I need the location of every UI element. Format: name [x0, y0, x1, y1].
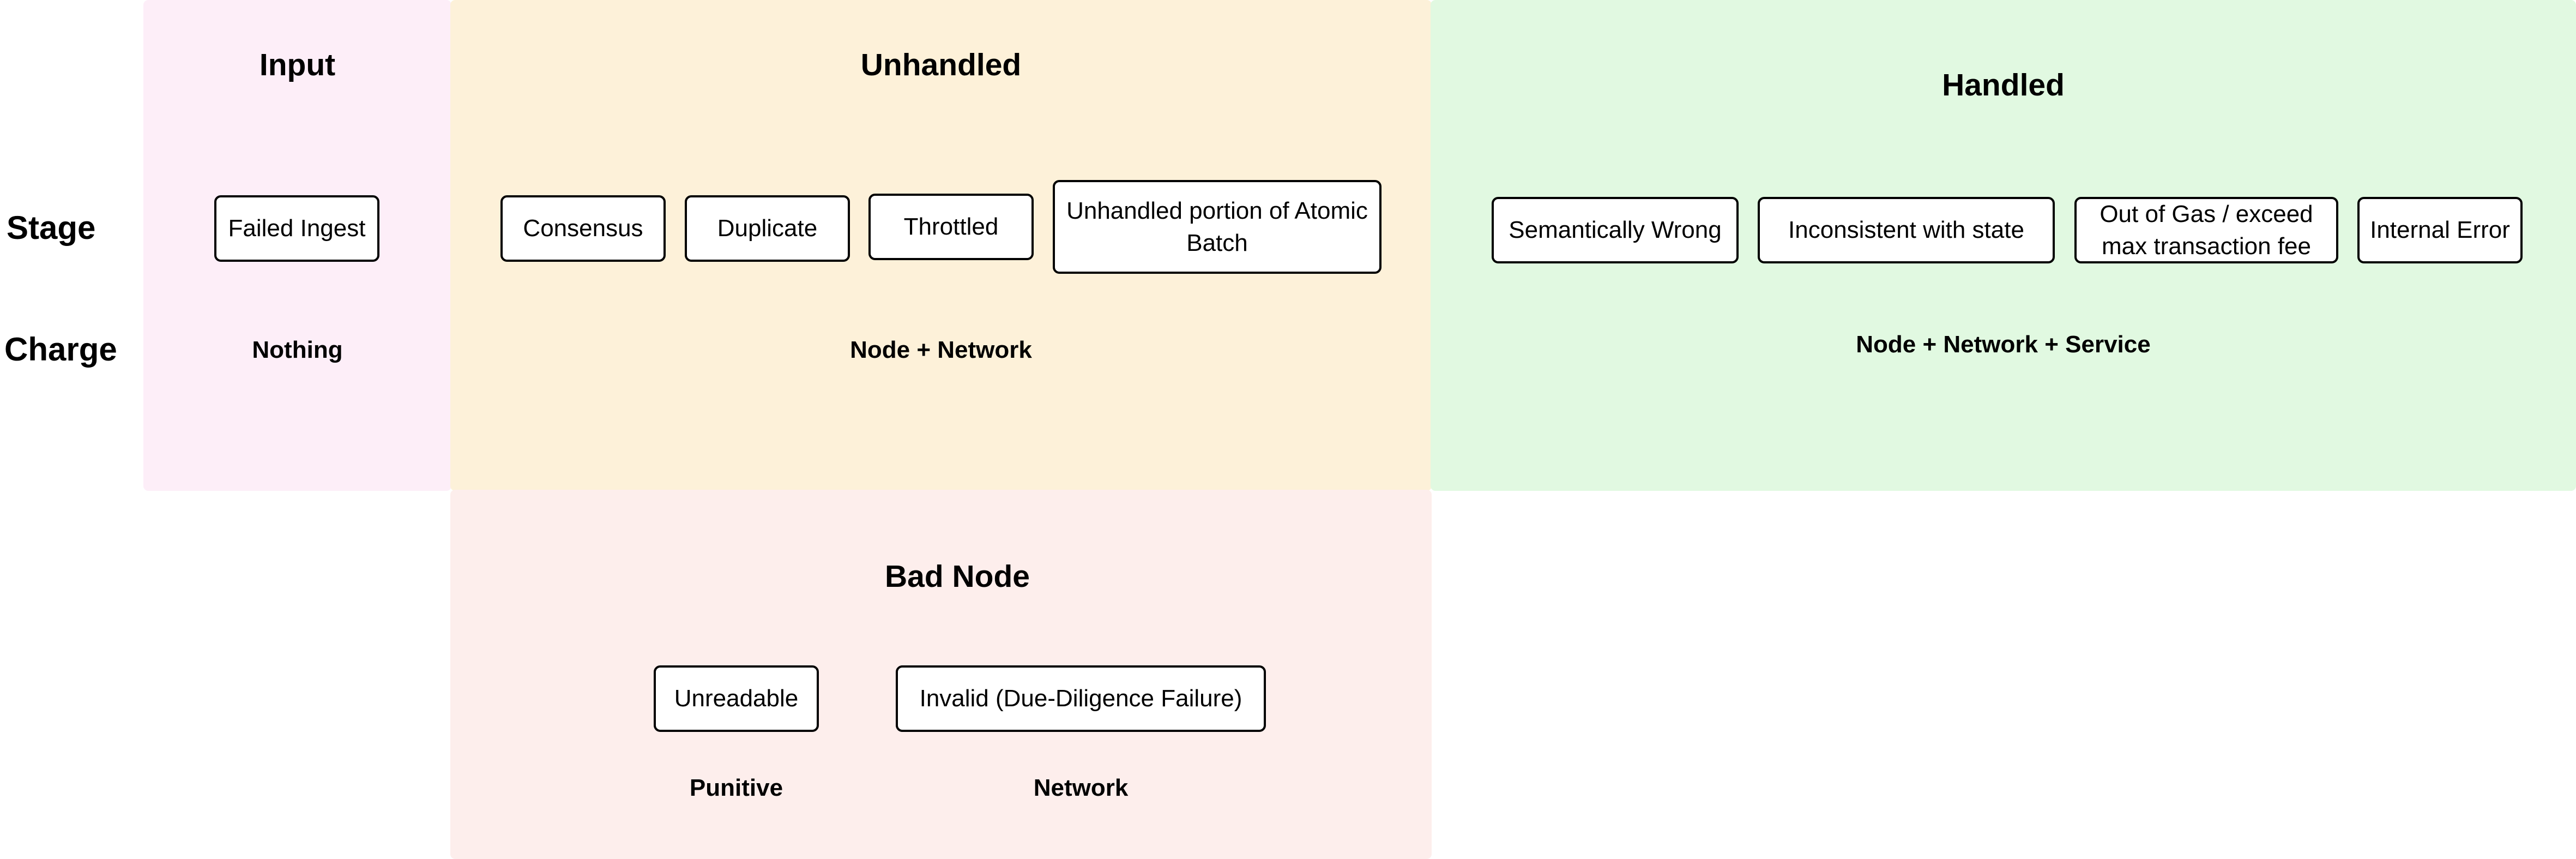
- network-charge: Network: [1033, 774, 1129, 801]
- handled-region: Handled Semantically Wrong Inconsistent …: [1431, 0, 2576, 491]
- invalid-due-diligence-box: Invalid (Due-Diligence Failure): [896, 665, 1266, 732]
- punitive-charge: Punitive: [689, 774, 783, 801]
- out-of-gas-box: Out of Gas / exceed max transaction fee: [2074, 197, 2338, 263]
- unreadable-box: Unreadable: [654, 665, 819, 732]
- atomic-batch-box: Unhandled portion of Atomic Batch: [1053, 180, 1381, 274]
- handled-title: Handled: [1942, 68, 2065, 103]
- internal-error-box: Internal Error: [2357, 197, 2523, 263]
- throttled-box: Throttled: [868, 194, 1034, 260]
- stage-row-label: Stage: [7, 209, 96, 246]
- consensus-box: Consensus: [500, 195, 666, 262]
- bad-node-region: Bad Node Unreadable Invalid (Due-Diligen…: [450, 490, 1432, 859]
- input-region: Input Failed Ingest Nothing: [143, 0, 451, 491]
- unhandled-charge: Node + Network: [850, 337, 1032, 363]
- unhandled-region: Unhandled Consensus Duplicate Throttled …: [450, 0, 1432, 491]
- input-charge: Nothing: [252, 337, 343, 363]
- handled-charge: Node + Network + Service: [1856, 331, 2151, 358]
- unhandled-title: Unhandled: [860, 47, 1022, 82]
- inconsistent-with-state-box: Inconsistent with state: [1758, 197, 2055, 263]
- bad-node-title: Bad Node: [884, 559, 1030, 594]
- charge-row-label: Charge: [4, 331, 117, 368]
- input-title: Input: [259, 47, 336, 82]
- failed-ingest-box: Failed Ingest: [214, 195, 379, 262]
- duplicate-box: Duplicate: [685, 195, 850, 262]
- semantically-wrong-box: Semantically Wrong: [1492, 197, 1739, 263]
